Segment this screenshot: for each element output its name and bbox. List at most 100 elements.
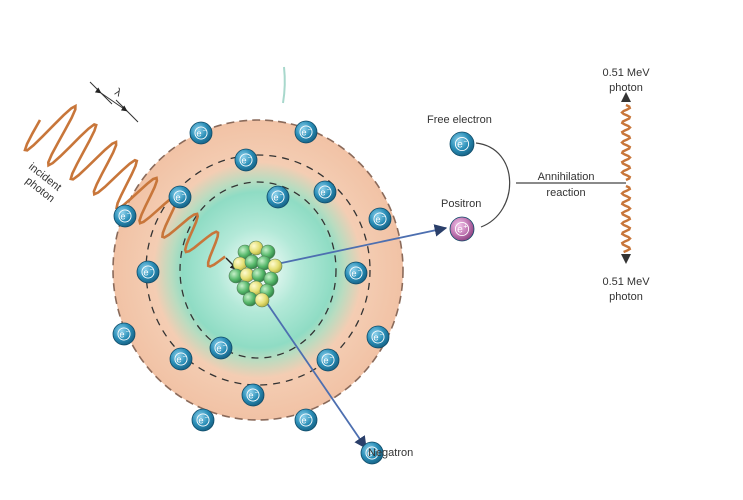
electron-8-body: [368, 207, 392, 231]
electron-11: e−: [112, 322, 136, 346]
electron-3-sign: −: [248, 155, 252, 162]
photon-down-wave: [620, 184, 632, 254]
electron-6-body: [113, 204, 137, 228]
electron-18-body: [294, 408, 318, 432]
electron-12-sign: −: [380, 332, 384, 339]
electron-8-ring: [373, 212, 387, 226]
annihilation-connector: [475, 142, 511, 228]
electron-11-ring: [117, 327, 131, 341]
electron-1-symbol: e: [196, 129, 201, 139]
electron-16: e−: [241, 383, 265, 407]
electron-4-body: [266, 185, 290, 209]
negatron-particle-sign: −: [374, 448, 378, 455]
electron-8: e−: [368, 207, 392, 231]
positron-particle-sign: +: [463, 222, 467, 231]
lambda-label: λ: [113, 86, 124, 99]
annihilation-label-line2: reaction: [546, 187, 585, 199]
electron-12-symbol: e: [373, 333, 378, 343]
photon-bottom-label-line1: 0.51 MeV: [602, 276, 650, 288]
annihilation-label-line1: Annihilation: [538, 171, 595, 183]
photon-bottom-label-line2: photon: [609, 291, 643, 303]
electron-2-symbol: e: [301, 128, 306, 138]
electron-10-symbol: e: [351, 269, 356, 279]
electron-14-ring: [174, 352, 188, 366]
positron: e+: [449, 216, 475, 242]
electron-10-body: [344, 261, 368, 285]
electron-15: e−: [316, 348, 340, 372]
electron-11-symbol: e: [119, 330, 124, 340]
photon-up-wave: [620, 103, 632, 182]
electron-5-symbol: e: [175, 193, 180, 203]
electron-15-ring: [321, 353, 335, 367]
electron-18-ring: [299, 413, 313, 427]
electron-6-sign: −: [127, 211, 131, 218]
electron-5-sign: −: [182, 192, 186, 199]
electron-13-ring: [214, 341, 228, 355]
nucleon-7: [267, 258, 283, 274]
free-electron: e−: [449, 131, 475, 157]
electron-17-body: [191, 408, 215, 432]
electron-17-ring: [196, 413, 210, 427]
stray-mark: [282, 66, 286, 104]
electron-2-sign: −: [308, 127, 312, 134]
electron-5: e−: [168, 185, 192, 209]
electron-4-ring: [271, 190, 285, 204]
electron-15-body: [316, 348, 340, 372]
negatron-track: [257, 289, 367, 450]
electron-7-symbol: e: [320, 188, 325, 198]
electron-1-ring: [194, 126, 208, 140]
electron-1-body: [189, 121, 213, 145]
negatron-particle-body: [360, 441, 384, 465]
photon-top-label-line1: 0.51 MeV: [602, 67, 650, 79]
atom-inner-orbit: [179, 181, 337, 359]
electron-2-body: [294, 120, 318, 144]
positron-particle-ring: [454, 221, 470, 237]
electron-6-symbol: e: [120, 212, 125, 222]
electron-16-sign: −: [255, 390, 259, 397]
electron-8-symbol: e: [375, 215, 380, 225]
electron-16-body: [241, 383, 265, 407]
negatron-particle-ring: [365, 446, 379, 460]
orbital-electrons: e−e−e−e−e−e−e−e−e−e−e−e−e−e−e−e−e−e−: [112, 120, 392, 432]
positron-label: Positron: [441, 198, 481, 210]
electron-11-sign: −: [126, 329, 130, 336]
electron-13-body: [209, 336, 233, 360]
photon-down-arrowhead: [621, 254, 631, 264]
electron-13-symbol: e: [216, 344, 221, 354]
electron-3-body: [234, 148, 258, 172]
electron-4: e−: [266, 185, 290, 209]
negatron: e−: [360, 441, 384, 465]
positron-track: [257, 224, 448, 269]
electron-13-sign: −: [223, 343, 227, 350]
nucleon-16: [254, 292, 270, 308]
electron-8-sign: −: [382, 214, 386, 221]
electron-3-symbol: e: [241, 156, 246, 166]
positron-particle: e+: [449, 216, 475, 242]
electron-3-ring: [239, 153, 253, 167]
electron-5-ring: [173, 190, 187, 204]
electron-9-ring: [141, 265, 155, 279]
negatron-particle-symbol: e: [367, 449, 372, 459]
electron-1-sign: −: [203, 128, 207, 135]
free-electron-particle-sign: −: [463, 137, 467, 146]
electron-2-ring: [299, 125, 313, 139]
electron-18-symbol: e: [301, 416, 306, 426]
electron-7: e−: [313, 180, 337, 204]
electron-9-sign: −: [150, 267, 154, 274]
electron-15-symbol: e: [323, 356, 328, 366]
electron-10: e−: [344, 261, 368, 285]
electron-3: e−: [234, 148, 258, 172]
electron-15-sign: −: [330, 355, 334, 362]
wavelength-indicator: λ: [89, 81, 139, 123]
electron-13: e−: [209, 336, 233, 360]
negatron-label: Negatron: [368, 447, 413, 459]
free-electron-particle-ring: [454, 136, 470, 152]
electron-14-symbol: e: [176, 355, 181, 365]
electron-10-sign: −: [358, 268, 362, 275]
photon-up-arrowhead: [621, 92, 631, 102]
electron-6-ring: [118, 209, 132, 223]
electron-6: e−: [113, 204, 137, 228]
electron-18-sign: −: [308, 415, 312, 422]
electron-1: e−: [189, 121, 213, 145]
